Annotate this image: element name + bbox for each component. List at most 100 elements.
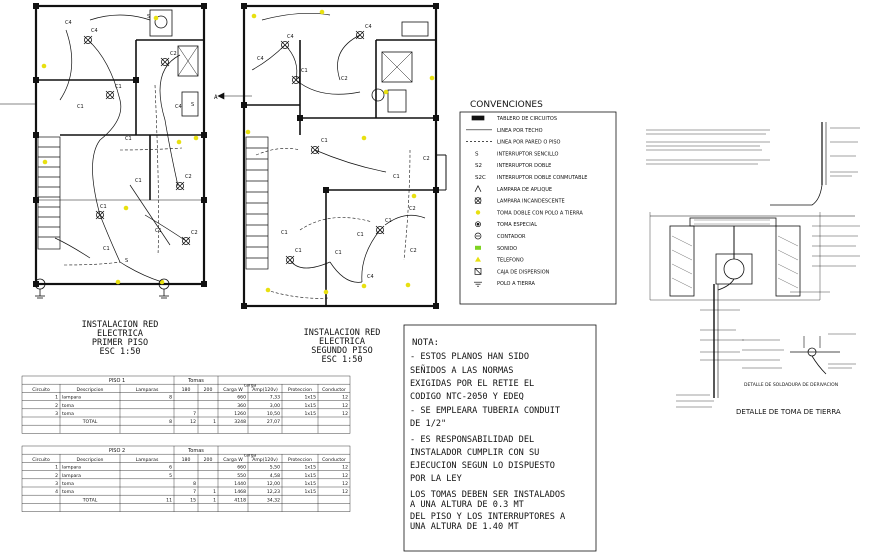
table-carga-header: carga xyxy=(244,382,257,388)
acometida-label: A xyxy=(214,94,218,101)
table-cell: 27,07 xyxy=(267,419,280,425)
plan-segundo-piso xyxy=(217,3,447,309)
note-line: - ES RESPONSABILIDAD DEL xyxy=(410,435,534,445)
table-cell: 660 xyxy=(237,465,246,471)
table-cell: toma xyxy=(62,481,74,487)
table-cell: TOTAL xyxy=(82,419,98,425)
table-cell: 1468 xyxy=(234,489,246,495)
legend-label: LAMPARA DE APLIQUE xyxy=(497,187,552,193)
legend-symbol-icon xyxy=(475,210,481,215)
circuit-tag: C2 xyxy=(191,230,198,236)
note-line: - SE EMPLEARA TUBERIA CONDUIT xyxy=(410,406,560,416)
circuit-tag: C1 xyxy=(135,178,142,184)
table-cell: 12 xyxy=(342,395,348,401)
table-cell: 660 xyxy=(237,395,246,401)
legend-symbol-icon xyxy=(474,268,482,275)
legend-item: LAMPARA DE APLIQUE xyxy=(474,185,552,193)
table-cell: 12 xyxy=(342,481,348,487)
legend-label: INTERRUPTOR DOBLE xyxy=(497,163,551,169)
plan-title-line: ELECTRICA xyxy=(319,337,365,347)
legend-label: LINEA POR PARED O PISO xyxy=(497,140,561,146)
legend-label: CAJA DE DISPERSION xyxy=(497,269,550,275)
detail-sub-caption: DETALLE DE SOLDADURA DE DERIVACION xyxy=(744,382,838,388)
circuit-tag: C4 xyxy=(365,24,372,30)
circuit-tag: C4 xyxy=(257,56,264,62)
table-cell: 1x15 xyxy=(305,411,317,417)
legend-label: INTERRUPTOR SENCILLO xyxy=(497,151,559,157)
legend-label: TOMA ESPECIAL xyxy=(496,222,537,228)
circuit-tag: C1 xyxy=(295,248,302,254)
note-line: LOS TOMAS DEBEN SER INSTALADOS xyxy=(410,490,565,500)
legend-label: TABLERO DE CIRCUITOS xyxy=(496,116,557,122)
table-header-cell: Descripcion xyxy=(77,387,104,393)
circuit-tag: C4 xyxy=(91,28,98,34)
table-cell: 1x15 xyxy=(305,403,317,409)
legend-heading: CONVENCIONES xyxy=(470,100,543,110)
note-line: A UNA ALTURA DE 0.3 MT xyxy=(410,500,524,510)
plan-title-line: SEGUNDO PISO xyxy=(311,346,372,356)
legend-label: POLO A TIERRA xyxy=(497,281,536,287)
legend-symbol-icon: S2 xyxy=(475,163,482,169)
legend-label: LINEA POR TECHO xyxy=(497,128,543,134)
note-line: DE 1/2" xyxy=(410,419,446,429)
table-cell: 12 xyxy=(342,465,348,471)
legend-item: TABLERO DE CIRCUITOS xyxy=(471,115,557,122)
table-cell: 7 xyxy=(193,411,196,417)
legend-list: TABLERO DE CIRCUITOS LINEA POR TECHO LINEA… xyxy=(466,115,587,287)
table-header-cell: Circuito xyxy=(32,457,50,463)
note-line: UNA ALTURA DE 1.40 MT xyxy=(410,522,519,532)
note-heading: NOTA: xyxy=(412,338,439,348)
svg-text:S2C: S2C xyxy=(475,175,486,181)
note-line: EXIGIDAS POR EL RETIE EL xyxy=(410,379,534,389)
circuit-tag: C1 xyxy=(115,84,122,90)
legend-box: CONVENCIONES xyxy=(459,100,617,305)
circuit-tag: C2 xyxy=(423,156,430,162)
table-cell: 1x15 xyxy=(305,395,317,401)
table-group-header: Tomas xyxy=(187,448,204,454)
circuit-tag: S xyxy=(125,258,128,264)
table-cell: 5,50 xyxy=(270,465,280,471)
circuit-tag: S xyxy=(191,102,194,108)
table-cell: 3,00 xyxy=(270,403,280,409)
table-header-cell: 200 xyxy=(204,457,213,463)
circuit-tag: C1 xyxy=(357,232,364,238)
plan-title-line: ESC 1:50 xyxy=(322,355,363,365)
legend-item: TELEFONO xyxy=(475,256,524,264)
table-cell: 8 xyxy=(193,481,196,487)
table-cell: 8 xyxy=(169,419,172,425)
table-cell: 1 xyxy=(213,489,216,495)
table-header-cell: Conductor xyxy=(322,457,346,463)
table-cell: toma xyxy=(62,489,74,495)
table-cell: 12 xyxy=(342,403,348,409)
circuit-tag: C2 xyxy=(185,174,192,180)
legend-item: LAMPARA INCANDESCENTE xyxy=(474,197,565,205)
legend-label: SONIDO xyxy=(497,246,517,252)
table-cell: 12 xyxy=(342,489,348,495)
note-line: EJECUCION SEGUN LO DISPUESTO xyxy=(410,461,555,471)
note-line: POR LA LEY xyxy=(410,474,463,484)
table-cell: lampara xyxy=(62,465,81,471)
table-cell: 12,00 xyxy=(267,481,280,487)
legend-symbol-icon xyxy=(475,221,481,228)
note-line: SEÑIDOS A LAS NORMAS xyxy=(410,365,513,376)
plan-title-line: INSTALACION RED xyxy=(82,320,159,330)
circuit-tag: C1 xyxy=(77,104,84,110)
legend-item: POLO A TIERRA xyxy=(474,281,536,287)
table-header-cell: Descripcion xyxy=(77,457,104,463)
table-cell: 550 xyxy=(237,473,246,479)
table-cell: 11 xyxy=(166,497,172,503)
plan-title-line: INSTALACION RED xyxy=(304,328,381,338)
legend-label: CONTADOR xyxy=(497,234,526,240)
table-cell: TOTAL xyxy=(82,497,98,503)
